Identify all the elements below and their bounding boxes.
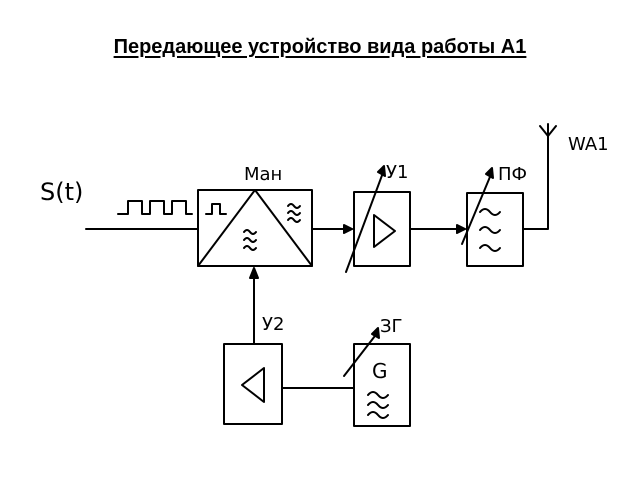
arrow-head — [249, 267, 259, 279]
tilde-icon — [243, 229, 257, 251]
arrow-head — [343, 224, 353, 234]
antenna-label: WA1 — [568, 134, 609, 155]
oscillator-block — [343, 327, 411, 427]
amplifier-1-label: У1 — [386, 162, 408, 183]
arrow-head — [456, 224, 466, 234]
pulse-train — [117, 200, 193, 215]
page-title: Передающее устройство вида работы А1 — [113, 36, 527, 58]
modulator-label: Ман — [244, 164, 282, 185]
antenna-icon — [539, 123, 557, 137]
bandpass-filter-block — [461, 167, 524, 267]
oscillator-label: ЗГ — [380, 316, 403, 337]
pulse-icon — [205, 203, 227, 215]
signal-label: S(t) — [40, 178, 83, 206]
antenna-feed — [522, 135, 549, 230]
tilde-icon — [287, 203, 301, 223]
modulator-block — [197, 189, 313, 267]
filter-label: ПФ — [498, 164, 527, 185]
oscillator-symbol: G — [372, 359, 388, 383]
amplifier-2-block — [223, 343, 283, 425]
amplifier-2-label: У2 — [262, 314, 284, 335]
